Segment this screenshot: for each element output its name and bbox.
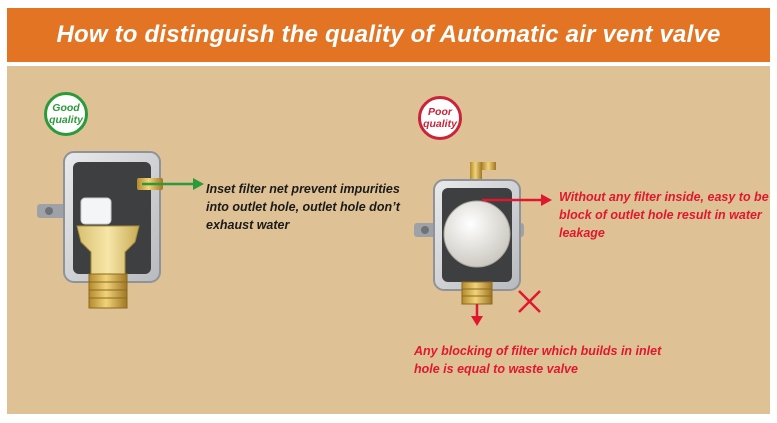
good-badge-line2: quality — [49, 114, 83, 126]
header-bar: How to distinguish the quality of Automa… — [7, 8, 770, 62]
good-bottom-thread — [88, 273, 128, 309]
green-arrow-icon — [142, 178, 204, 190]
poor-quality-note-filter: Without any filter inside, easy to be bl… — [559, 190, 769, 240]
poor-bottom-thread — [461, 281, 493, 305]
illustration-layer — [37, 151, 552, 326]
poor-top-fitting — [470, 162, 482, 184]
poor-badge-line1: Poor — [428, 106, 452, 118]
poor-float-ball — [443, 200, 511, 268]
good-valve-photo — [37, 151, 163, 309]
good-bracket-hole — [45, 207, 53, 215]
content-panel: Good quality Poor quality — [7, 66, 770, 414]
good-quality-badge: Good quality — [44, 92, 88, 136]
poor-valve-photo — [414, 162, 524, 305]
poor-quality-badge: Poor quality — [418, 96, 462, 140]
good-filter-net — [80, 197, 112, 225]
good-quality-note: Inset filter net prevent impurities into… — [206, 182, 400, 232]
cross-mark-icon — [518, 290, 541, 313]
red-arrow-down-icon — [471, 304, 483, 326]
page-title: How to distinguish the quality of Automa… — [56, 21, 721, 48]
poor-badge-line2: quality — [423, 118, 457, 130]
red-arrow-icon — [482, 194, 552, 206]
poor-quality-note-blocking: Any blocking of filter which builds in i… — [414, 344, 662, 376]
good-badge-line1: Good — [52, 102, 80, 114]
